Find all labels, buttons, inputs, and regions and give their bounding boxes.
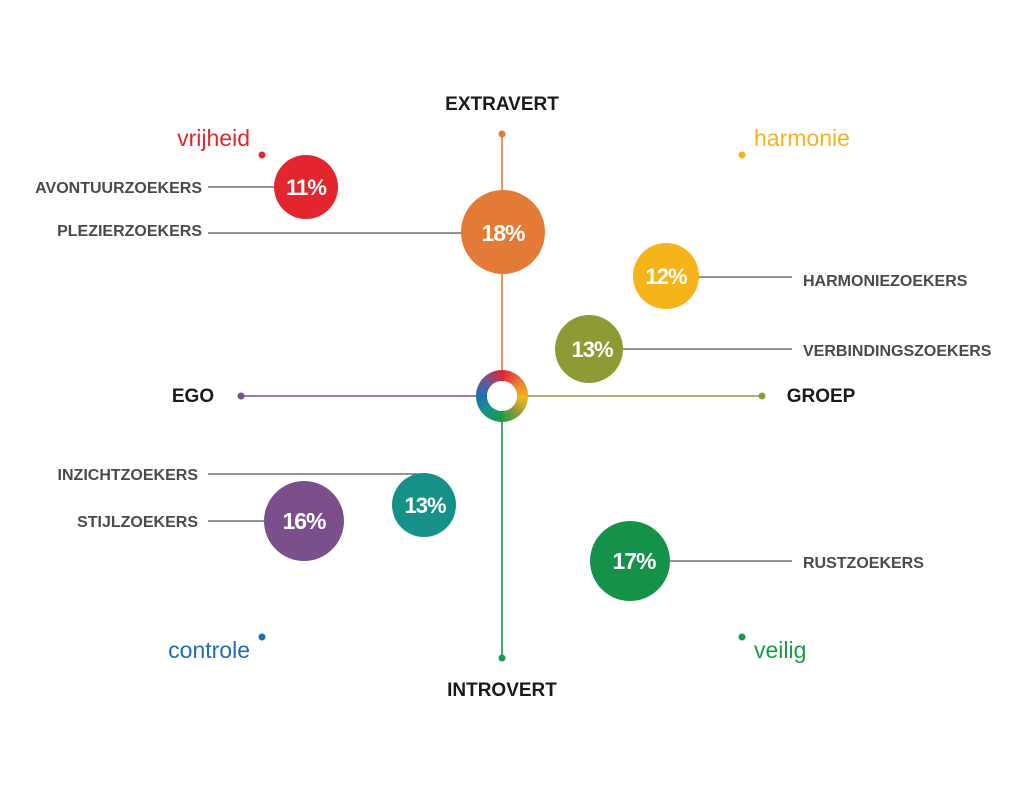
color-wheel-segment [485, 407, 495, 419]
color-wheel-segment [479, 379, 491, 389]
color-wheel-segment [491, 409, 499, 422]
corner-label-bottom-right: veilig [754, 637, 806, 663]
color-wheel-segment [516, 392, 528, 397]
bubble-value: 13% [404, 493, 445, 518]
corner-label-bottom-left: controle [168, 637, 250, 663]
color-wheel-segment [495, 410, 501, 422]
segment-label-rustzoekers: RUSTZOEKERS [803, 555, 924, 572]
color-wheel-segment [509, 373, 519, 385]
segment-label-avontuurzoekers: AVONTUURZOEKERS [35, 180, 202, 197]
color-wheel-segment [476, 385, 489, 393]
color-wheel-segment [486, 373, 495, 385]
color-wheel-segment [516, 397, 528, 403]
color-wheel-segment [483, 375, 493, 386]
bubble-value: 16% [282, 508, 326, 534]
color-wheel-segment [492, 370, 499, 383]
color-wheel-center [487, 381, 517, 411]
color-wheel-segment [511, 406, 521, 417]
color-wheel-segment [502, 370, 506, 382]
bubble-stijlzoekers: 16% [264, 481, 344, 561]
color-wheel-segment [515, 399, 528, 407]
corner-label-top-right: harmonie [754, 125, 850, 151]
color-wheel-segment [507, 371, 516, 384]
axis-label-right: GROEP [787, 386, 856, 407]
color-wheel-segment [498, 370, 503, 382]
corner-dot-bottom-right [738, 633, 746, 641]
color-wheel-segment [511, 375, 521, 386]
bubble-value: 17% [612, 548, 656, 574]
bubble-value: 13% [571, 337, 612, 362]
segment-label-stijlzoekers: STIJLZOEKERS [77, 514, 198, 531]
corner-dot-bottom-left [258, 633, 266, 641]
color-wheel-segment [513, 380, 525, 389]
color-wheel-segment [495, 370, 501, 382]
bubble-value: 11% [286, 175, 326, 200]
corner-dot-top-left [258, 151, 266, 159]
segment-label-verbindingszoekers: VERBINDINGSZOEKERS [803, 343, 992, 360]
color-wheel-segment [481, 377, 492, 387]
segment-label-plezierzoekers: PLEZIERZOEKERS [57, 223, 202, 240]
color-wheel-segment [512, 405, 523, 415]
segment-label-harmoniezoekers: HARMONIEZOEKERS [803, 273, 968, 290]
color-wheel-segment [514, 383, 527, 391]
bubble-verbindingszoekers: 13% [555, 315, 623, 383]
axis-label-top: EXTRAVERT [445, 94, 559, 115]
color-wheel-segment [488, 408, 497, 421]
color-wheel-segment [477, 382, 490, 391]
color-wheel-segment [476, 399, 489, 406]
color-wheel-segment [509, 407, 518, 419]
color-wheel-segment [514, 401, 527, 410]
color-wheel-segment [512, 377, 523, 387]
color-wheel-segment [476, 389, 488, 395]
segment-label-inzichtzoekers: INZICHTZOEKERS [58, 467, 199, 484]
axis-dot-top [498, 130, 506, 138]
axis-dot-left [237, 392, 245, 400]
axis-dot-bottom [498, 654, 506, 662]
corner-dot-top-right [738, 151, 746, 159]
color-wheel-segment [515, 386, 528, 393]
color-wheel-segment [505, 370, 513, 383]
color-wheel-segment [481, 405, 492, 415]
color-wheel-segment [501, 410, 506, 422]
bubble-avontuurzoekers: 11% [274, 155, 338, 219]
color-wheel-segment [489, 371, 497, 384]
bubble-inzichtzoekers: 13% [392, 473, 456, 537]
color-wheel-segment [516, 389, 528, 395]
bubble-rustzoekers: 17% [590, 521, 670, 601]
axis-dot-right [758, 392, 766, 400]
color-wheel-segment [477, 401, 490, 409]
color-wheel-segment [479, 403, 491, 412]
axis-label-left: EGO [172, 386, 214, 407]
bubble-value: 18% [481, 220, 525, 246]
color-wheel-icon [476, 370, 528, 422]
bubble-plezierzoekers: 18% [461, 190, 545, 274]
color-wheel-segment [476, 397, 488, 403]
bubble-harmoniezoekers: 12% [633, 243, 699, 309]
color-wheel-segment [507, 408, 515, 421]
color-wheel-segment [513, 403, 525, 413]
color-wheel-segment [498, 410, 502, 422]
color-wheel-segment [516, 396, 528, 400]
bubble-value: 12% [645, 264, 686, 289]
axis-label-bottom: INTROVERT [447, 680, 557, 701]
color-wheel-segment [476, 392, 488, 396]
color-wheel-segment [483, 406, 493, 417]
color-wheel-segment [476, 395, 488, 400]
color-wheel-segment [503, 410, 509, 422]
color-wheel-segment [503, 370, 509, 382]
corner-label-top-left: vrijheid [177, 125, 250, 151]
color-wheel-segment [505, 409, 512, 422]
